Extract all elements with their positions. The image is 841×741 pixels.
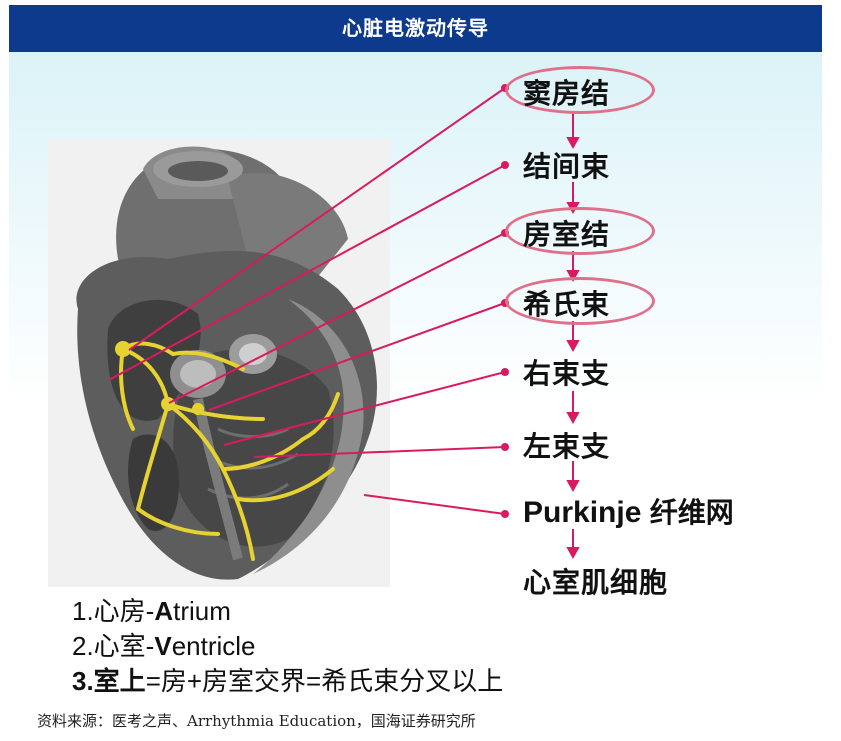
pointer-line-purkinje <box>363 494 506 515</box>
legend-ventricle-bold: V <box>154 631 172 661</box>
pointer-dot <box>501 443 509 451</box>
pointer-dot <box>501 368 509 376</box>
purkinje-latin-text: Purkinje <box>523 496 642 529</box>
flow-step-ventricular-myocytes: 心室肌细胞 <box>523 566 669 599</box>
flow-step-left-bundle-branch: 左束支 <box>523 430 611 463</box>
slide-title: 心脏电激动传导 <box>9 5 822 52</box>
legend-line-atrium: 1.心房-Atrium <box>72 591 231 628</box>
legend-ventricle-prefix: 2.心室- <box>72 631 155 661</box>
flow-arrow <box>566 480 580 493</box>
legend-atrium-rest: trium <box>173 596 231 626</box>
legend-ventricle-rest: entricle <box>171 631 256 661</box>
emphasis-oval-bundle-of-his <box>505 277 655 325</box>
purkinje-cjk-text: 纤维网 <box>649 496 734 529</box>
flow-step-right-bundle-branch: 右束支 <box>523 357 611 390</box>
pointer-line-right-bundle-branch <box>223 371 506 446</box>
legend-line-ventricle: 2.心室-Ventricle <box>72 626 256 663</box>
legend-supra-bold: 3.室上 <box>72 666 146 695</box>
legend-line-supraventricular: 3.室上=房+房室交界=希氏束分叉以上 <box>72 661 503 695</box>
emphasis-oval-av-node <box>505 207 655 255</box>
flow-step-internodal-tract: 结间束 <box>523 150 611 183</box>
pointer-dot <box>501 161 509 169</box>
flow-step-av-node: 房室结 <box>523 218 611 251</box>
pointer-line-sinoatrial-node <box>128 87 506 351</box>
flow-arrow <box>566 340 580 353</box>
flow-step-bundle-of-his: 希氏束 <box>523 288 611 321</box>
flow-arrow <box>566 412 580 425</box>
flow-arrow <box>566 270 580 283</box>
flow-step-sinoatrial-node: 窦房结 <box>523 77 611 110</box>
pointer-line-av-node <box>168 232 506 404</box>
pointer-line-internodal-tract <box>108 164 506 381</box>
source-note: 资料来源：医考之声、Arrhythmia Education，国海证券研究所 <box>37 712 476 730</box>
slide: 心脏电激动传导 <box>9 5 822 695</box>
pointer-dot <box>501 510 509 518</box>
pointer-line-left-bundle-branch <box>253 446 506 458</box>
flow-arrow <box>566 547 580 560</box>
legend-atrium-prefix: 1.心房- <box>72 596 155 626</box>
legend-supra-rest: =房+房室交界=希氏束分叉以上 <box>145 666 504 695</box>
legend-atrium-bold: A <box>154 596 174 626</box>
flow-step-purkinje-network: Purkinje 纤维网 <box>523 491 734 531</box>
pointer-line-bundle-of-his <box>208 302 506 411</box>
emphasis-oval-sinoatrial-node <box>505 66 655 114</box>
flow-arrow <box>566 137 580 150</box>
